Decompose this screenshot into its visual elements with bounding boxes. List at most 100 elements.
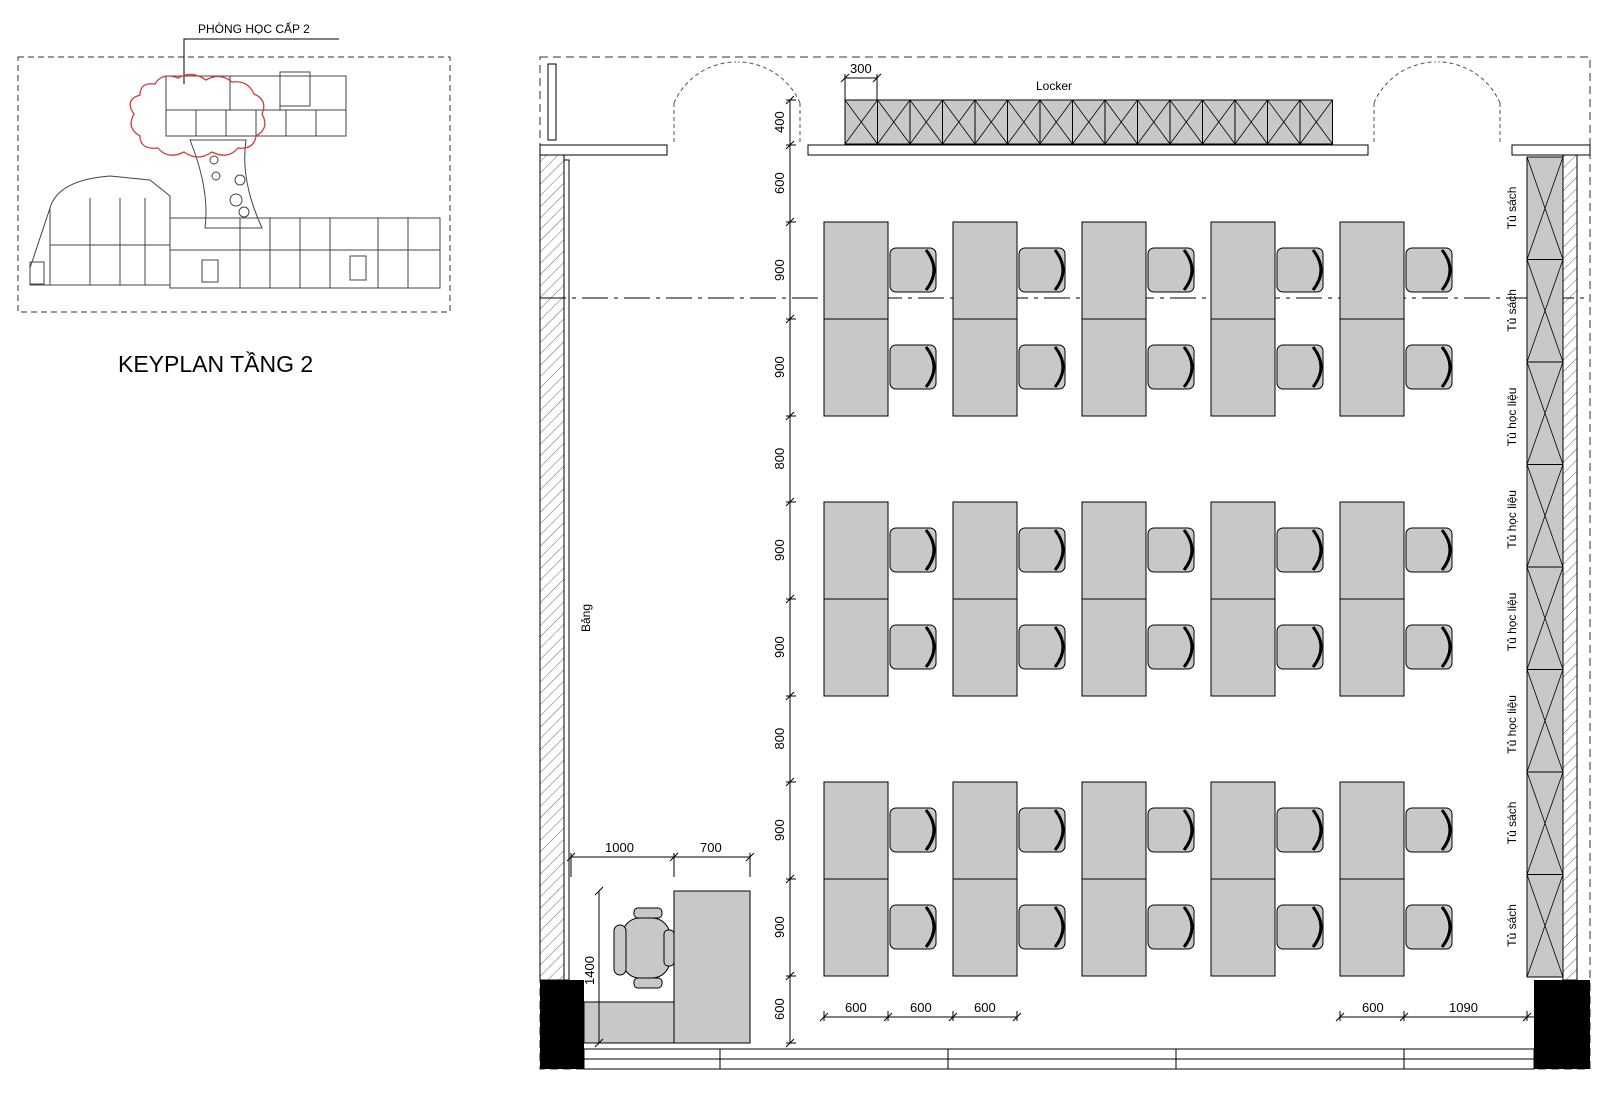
left-wall <box>539 154 565 981</box>
student-desk <box>1339 781 1405 880</box>
locker-cell <box>1299 99 1333 145</box>
student-chair <box>1018 527 1066 573</box>
dimension-label: 700 <box>700 840 722 855</box>
student-chair <box>889 807 937 853</box>
student-chair <box>1405 344 1453 390</box>
student-desk <box>952 781 1018 880</box>
student-chair <box>889 904 937 950</box>
shelf-label: Tủ sách <box>1505 802 1519 845</box>
shelf-label: Tủ học liệu <box>1505 388 1519 447</box>
keyplan-frame <box>17 56 451 313</box>
student-desk <box>1081 501 1147 600</box>
dimension-label: 600 <box>974 1000 996 1015</box>
locker-cell <box>1039 99 1073 145</box>
student-desk <box>823 501 889 600</box>
student-chair <box>1405 247 1453 293</box>
teacher-desk <box>673 890 751 1044</box>
keyplan-leader-line <box>183 38 339 84</box>
student-desk <box>1081 878 1147 977</box>
student-chair <box>1147 344 1195 390</box>
dimension-label: 600 <box>772 998 787 1020</box>
student-chair <box>1405 527 1453 573</box>
shelf-label: Tủ học liệu <box>1505 490 1519 549</box>
dimension-label: 900 <box>772 636 787 658</box>
student-chair <box>1405 807 1453 853</box>
student-desk <box>823 221 889 320</box>
student-desk <box>952 501 1018 600</box>
student-desk <box>1210 878 1276 977</box>
locker-cell <box>1267 99 1301 145</box>
right-wall <box>1562 154 1578 981</box>
locker-cell <box>877 99 911 145</box>
dimension-label: 900 <box>772 259 787 281</box>
dimension-label: 350 <box>1533 1000 1555 1015</box>
dimension-label: 800 <box>772 728 787 750</box>
dimension-label: 1000 <box>605 840 634 855</box>
shelf-label: Tủ sách <box>1505 904 1519 947</box>
locker-cell <box>844 99 878 145</box>
keyplan-building <box>29 71 441 289</box>
bottom-window <box>583 1048 1535 1070</box>
locker-cell <box>1202 99 1236 145</box>
student-desk <box>1210 598 1276 697</box>
dimension-label: 1400 <box>582 956 597 985</box>
shelf-unit <box>1526 156 1564 260</box>
shelf-label: Tủ sách <box>1505 289 1519 332</box>
dimension-label: 1090 <box>1449 1000 1478 1015</box>
dimension-label: 900 <box>772 819 787 841</box>
student-desk <box>1081 781 1147 880</box>
dimension-label: 300 <box>850 61 872 76</box>
locker-cell <box>1072 99 1106 145</box>
shelf-label: Tủ học liệu <box>1505 695 1519 754</box>
student-desk <box>952 221 1018 320</box>
shelf-unit <box>1526 464 1564 568</box>
student-chair <box>1147 527 1195 573</box>
student-desk <box>1339 318 1405 417</box>
student-desk <box>823 781 889 880</box>
student-chair <box>889 344 937 390</box>
student-desk <box>1210 318 1276 417</box>
student-chair <box>1018 904 1066 950</box>
student-desk <box>952 598 1018 697</box>
student-chair <box>1405 904 1453 950</box>
student-chair <box>1276 807 1324 853</box>
student-desk <box>1081 598 1147 697</box>
locker-cell <box>1137 99 1171 145</box>
shelf-label: Tủ sách <box>1505 187 1519 230</box>
student-chair <box>1147 807 1195 853</box>
shelves: Tủ sách Tủ sách Tủ học liệu Tủ học liệu Tủ h… <box>1505 156 1564 978</box>
column-right <box>1534 980 1590 1069</box>
locker-cell <box>1007 99 1041 145</box>
locker-cell <box>1104 99 1138 145</box>
shelf-unit <box>1526 259 1564 363</box>
student-chair <box>1018 624 1066 670</box>
student-chair <box>889 247 937 293</box>
student-chair <box>1147 624 1195 670</box>
teacher-desk-return <box>583 1001 675 1044</box>
door-right <box>1373 61 1501 145</box>
student-chair <box>1147 247 1195 293</box>
column-left <box>540 980 584 1069</box>
dimension-label: 600 <box>845 1000 867 1015</box>
top-wall <box>539 144 1591 156</box>
student-chair <box>889 624 937 670</box>
dimension-label: 600 <box>1362 1000 1384 1015</box>
dimension-label: 900 <box>772 356 787 378</box>
door-left <box>673 61 801 145</box>
keyplan: PHÒNG HỌC CẤP 2 <box>17 21 451 377</box>
student-desk <box>1339 878 1405 977</box>
locker-cell <box>974 99 1008 145</box>
dimension-label: 600 <box>910 1000 932 1015</box>
shelf-label: Tủ học liệu <box>1505 593 1519 652</box>
student-chair <box>1276 247 1324 293</box>
shelf-unit <box>1526 771 1564 875</box>
keyplan-room-label: PHÒNG HỌC CẤP 2 <box>198 21 310 36</box>
student-chair <box>889 527 937 573</box>
board-label: Bảng <box>579 604 593 632</box>
locker-cell <box>942 99 976 145</box>
dimension-label: 800 <box>772 448 787 470</box>
student-chair <box>1018 247 1066 293</box>
student-chair <box>1018 807 1066 853</box>
